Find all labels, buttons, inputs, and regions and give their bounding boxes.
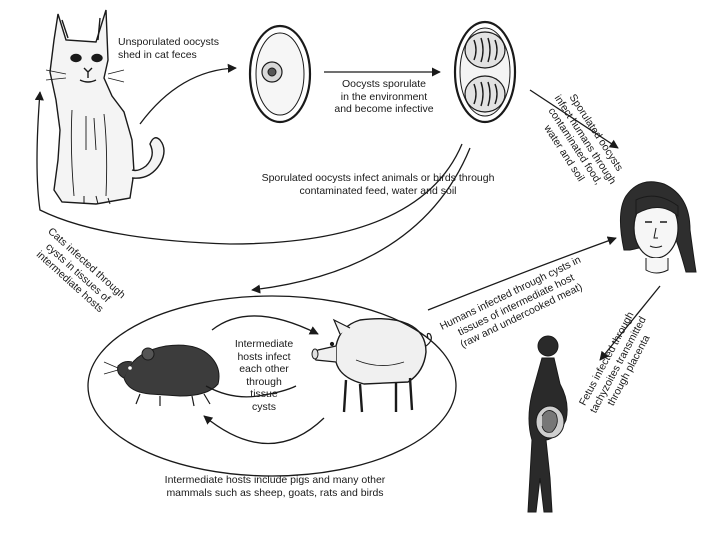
label-intermediate-infect: Intermediate hosts infect each other thr… bbox=[226, 338, 302, 413]
label-sporulate: Oocysts sporulate in the environment and… bbox=[318, 78, 450, 116]
arrow-rat-to-pig bbox=[212, 316, 318, 334]
label-shed-in-feces: Unsporulated oocysts shed in cat feces bbox=[118, 36, 248, 61]
label-infect-animals: Sporulated oocysts infect animals or bir… bbox=[228, 172, 528, 197]
arrow-pig-to-rat bbox=[204, 416, 324, 444]
pregnant-woman-silhouette bbox=[528, 336, 567, 512]
unsporulated-oocyst bbox=[250, 26, 310, 122]
pig-illustration bbox=[312, 319, 431, 412]
arrow-cat-to-unsporulated bbox=[140, 68, 236, 124]
sporulated-oocyst bbox=[455, 22, 515, 122]
woman-portrait bbox=[620, 182, 696, 273]
label-intermediate-include: Intermediate hosts include pigs and many… bbox=[140, 474, 410, 499]
arrow-sporulated-to-intermediate bbox=[252, 148, 470, 290]
